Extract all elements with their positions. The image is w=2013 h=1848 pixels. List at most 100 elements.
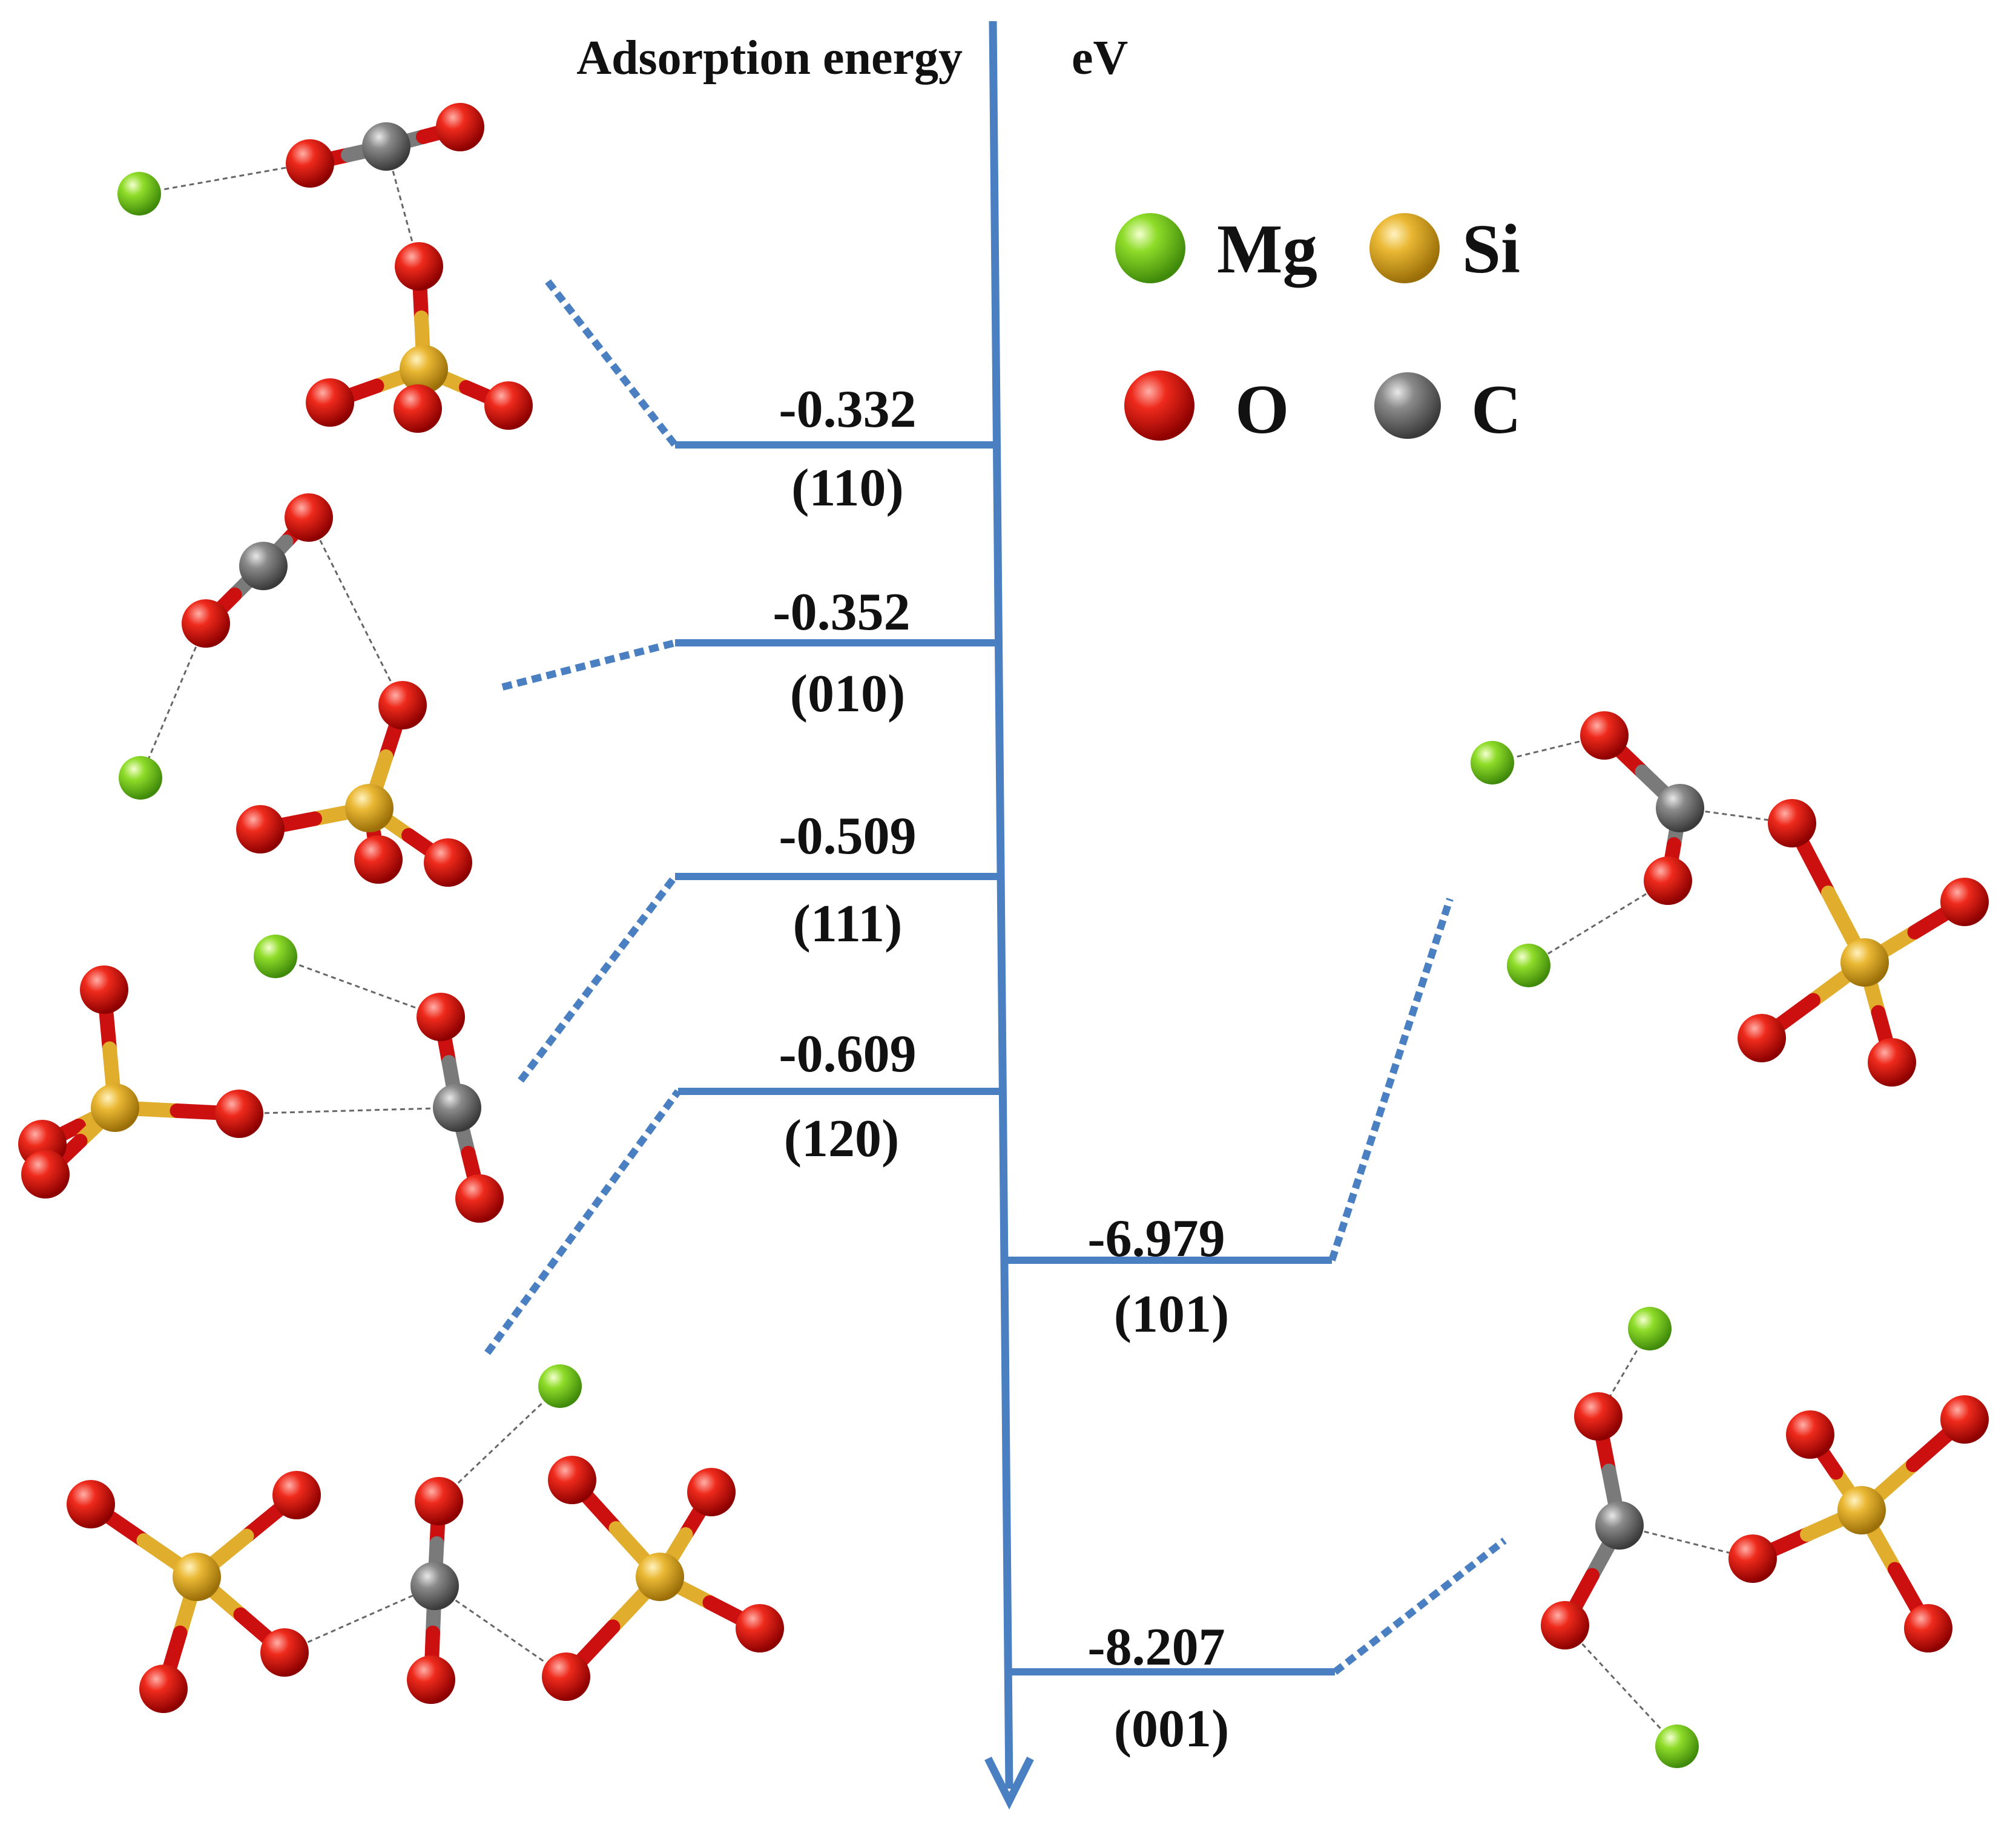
atom-o <box>286 139 334 188</box>
axis-title: Adsorption energy <box>576 31 963 85</box>
legend-label-si: Si <box>1462 211 1520 288</box>
atom-mg <box>254 935 297 978</box>
unit-label: eV <box>1072 31 1128 85</box>
weak-interaction-line <box>139 162 311 195</box>
atom-c <box>239 542 288 590</box>
atom-o <box>1786 1410 1834 1459</box>
weak-interaction-line <box>1528 880 1669 967</box>
atom-mg <box>538 1364 582 1408</box>
atom-o <box>417 993 465 1041</box>
legend-swatch-c <box>1374 372 1441 439</box>
atom-o <box>542 1652 590 1701</box>
energy-value: -0.352 <box>773 583 910 642</box>
legend-label-mg: Mg <box>1217 211 1317 288</box>
level-110: -0.332 (110) <box>545 279 996 518</box>
structure-110 <box>117 103 533 433</box>
atom-si <box>173 1553 221 1601</box>
facet-label: (110) <box>791 459 904 518</box>
atom-c <box>1595 1501 1644 1550</box>
atom-si <box>1840 938 1889 987</box>
level-connector <box>545 279 678 447</box>
weak-interaction-line <box>139 623 207 778</box>
weak-interaction-line <box>275 955 441 1018</box>
legend-swatch-si <box>1369 213 1440 283</box>
atom-o <box>1728 1534 1777 1583</box>
energy-value: -0.509 <box>779 807 916 866</box>
atom-o <box>1940 878 1989 926</box>
energy-value: -6.979 <box>1087 1209 1225 1268</box>
legend-swatch-o <box>1124 370 1194 441</box>
legend-swatch-mg <box>1115 213 1185 283</box>
atom-si <box>345 784 394 832</box>
atom-c <box>433 1083 481 1132</box>
atom-si <box>91 1083 139 1132</box>
weak-interaction-line <box>239 1106 458 1115</box>
level-001: -8.207 (001) <box>1008 1537 1507 1758</box>
atom-o <box>1868 1038 1916 1087</box>
atom-o <box>394 384 442 433</box>
atom-mg <box>1655 1725 1699 1768</box>
atom-si <box>636 1553 684 1601</box>
atom-o <box>687 1468 736 1516</box>
atom-o <box>1940 1395 1989 1444</box>
atom-o <box>436 103 484 151</box>
atom-o <box>548 1456 596 1504</box>
legend-label-c: C <box>1471 371 1521 448</box>
atom-c <box>410 1562 459 1610</box>
level-010: -0.352 (010) <box>501 583 998 723</box>
structure-010 <box>119 493 472 887</box>
structure-111 <box>18 935 504 1223</box>
legend: Mg Si O C <box>1115 211 1521 448</box>
atom-o <box>1738 1014 1786 1062</box>
atom-o <box>378 681 427 729</box>
atom-o <box>67 1480 115 1528</box>
structure-120 <box>67 1364 784 1713</box>
atom-o <box>236 805 285 853</box>
level-connector <box>1328 898 1454 1261</box>
facet-label: (101) <box>1114 1285 1230 1344</box>
level-connector <box>518 874 678 1083</box>
atom-o <box>1580 711 1629 760</box>
atom-si <box>400 345 448 393</box>
structure-001 <box>1541 1307 1989 1768</box>
molecule-structures <box>18 103 1989 1768</box>
level-connector <box>501 639 676 691</box>
atom-o <box>1574 1392 1623 1441</box>
level-120: -0.609 (120) <box>484 1025 1002 1355</box>
energy-value: -0.609 <box>779 1025 916 1083</box>
atom-o <box>407 1656 455 1704</box>
axis-arrow-icon <box>984 1757 1034 1810</box>
energy-axis-line <box>989 21 1013 1789</box>
atom-o <box>260 1628 309 1677</box>
facet-label: (111) <box>793 895 903 953</box>
atom-o <box>484 381 533 430</box>
weak-interaction-line <box>434 1585 567 1678</box>
level-connector <box>484 1089 681 1355</box>
atom-si <box>1837 1486 1886 1534</box>
facet-label: (010) <box>790 665 906 723</box>
structure-101 <box>1471 711 1989 1087</box>
atom-o <box>215 1090 263 1138</box>
facet-label: (001) <box>1114 1700 1230 1758</box>
weak-interaction-line <box>1564 1624 1678 1748</box>
atom-o <box>395 242 443 291</box>
atom-o <box>415 1477 463 1525</box>
atom-o <box>455 1174 504 1223</box>
atom-c <box>1656 784 1704 832</box>
atom-o <box>21 1150 70 1199</box>
level-connector <box>1333 1537 1507 1675</box>
atom-o <box>1904 1604 1952 1652</box>
atom-o <box>1644 857 1692 905</box>
atom-mg <box>1628 1307 1672 1350</box>
atom-mg <box>119 756 162 800</box>
atom-o <box>424 838 472 887</box>
energy-value: -8.207 <box>1087 1618 1225 1677</box>
atom-o <box>1541 1601 1589 1649</box>
atom-o <box>285 493 333 542</box>
energy-value: -0.332 <box>779 380 916 439</box>
atom-o <box>1768 799 1816 847</box>
weak-interaction-line <box>284 1585 435 1654</box>
atom-o <box>272 1471 321 1519</box>
energy-axis <box>984 21 1034 1810</box>
